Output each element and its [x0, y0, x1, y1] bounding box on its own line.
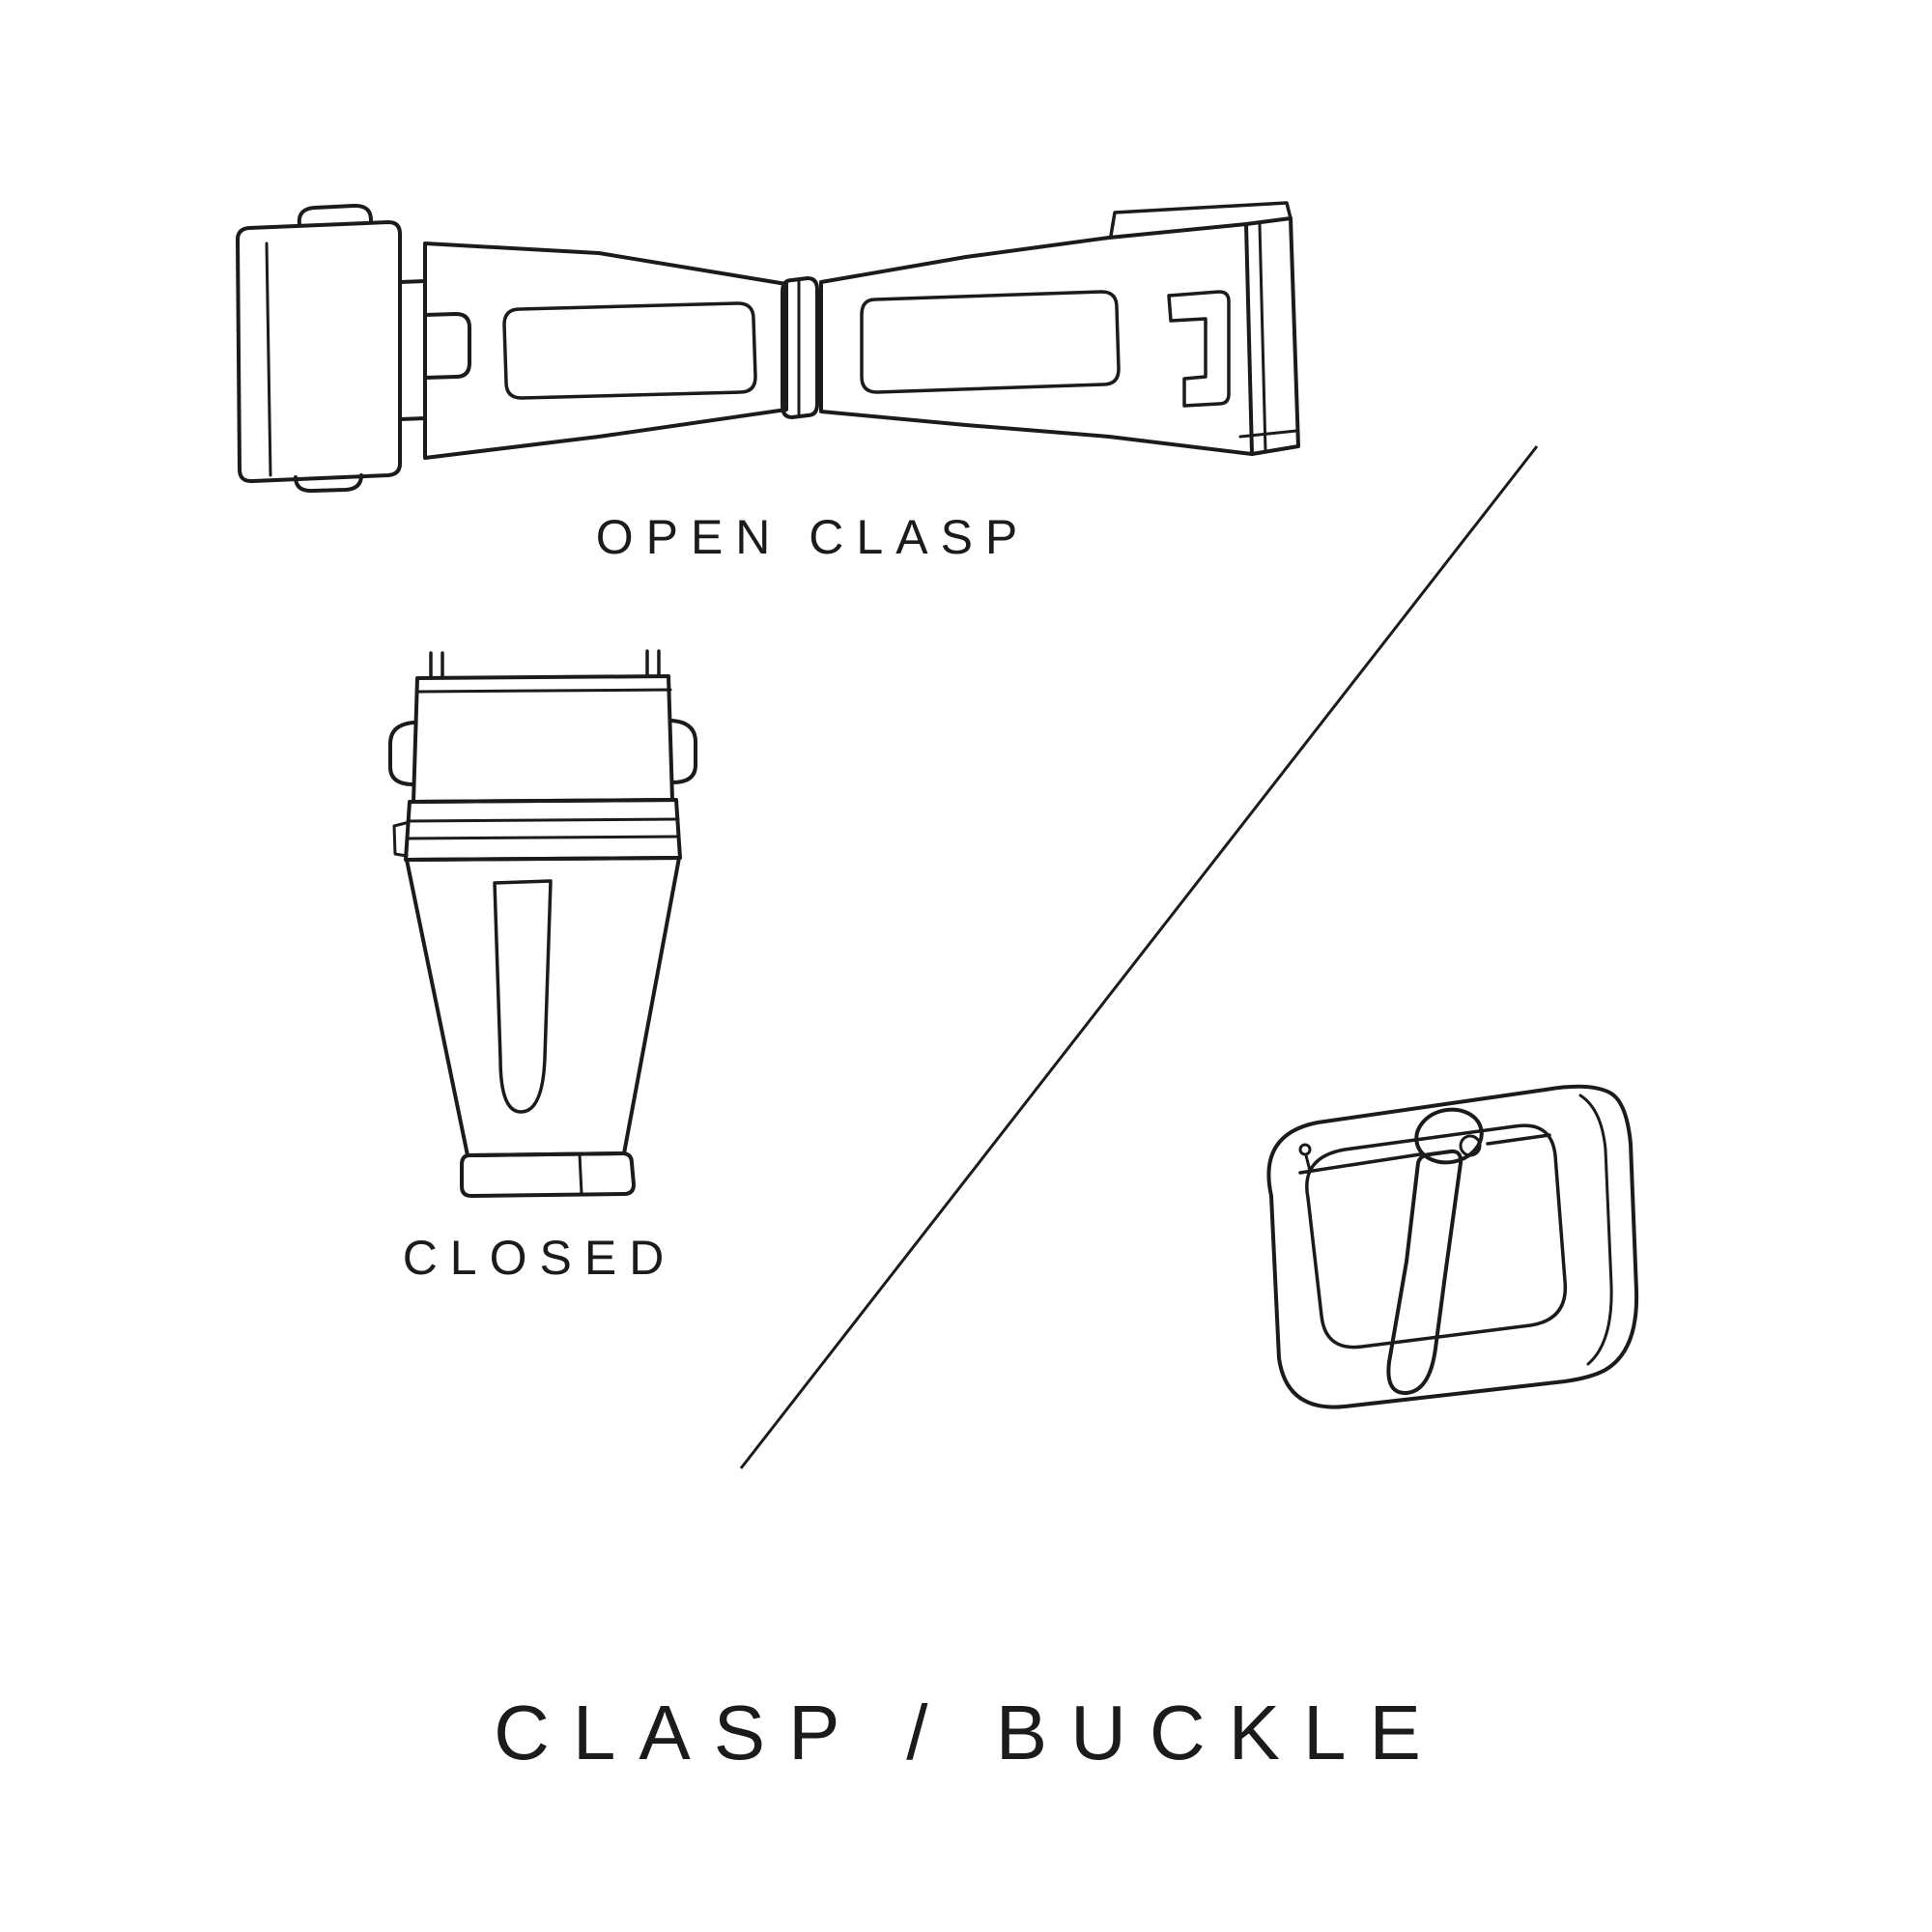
open-clasp-left-arm	[423, 242, 788, 460]
closed-clasp-slot	[493, 879, 553, 1114]
open-clasp-label: OPEN CLASP	[595, 510, 1031, 564]
buckle-right-depth-line	[1578, 1094, 1613, 1366]
open-clasp-hook	[1167, 290, 1231, 408]
open-clasp-right-arm	[819, 222, 1254, 456]
closed-clasp-illustration	[388, 649, 697, 1198]
open-clasp-right-endpiece-line	[1238, 222, 1298, 454]
buckle-crossbar-pin	[1304, 1153, 1312, 1173]
closed-clasp-top-cover-line	[415, 688, 672, 694]
buckle-outer-frame	[1266, 1084, 1639, 1409]
open-clasp-endcap-foldline	[265, 242, 272, 477]
closed-clasp-prongs	[429, 649, 661, 680]
open-clasp-endcap-bottom-bump	[294, 473, 363, 494]
open-clasp-right-endpiece	[1244, 216, 1300, 456]
divider-line	[739, 445, 1539, 1469]
open-clasp-left-endcap	[236, 220, 402, 484]
closed-clasp-left-tab	[388, 721, 415, 786]
open-clasp-endcap-top-bump	[297, 203, 373, 226]
closed-clasp-band-lines	[405, 817, 681, 840]
closed-clasp-top-cover	[412, 674, 674, 804]
buckle-inner-opening	[1305, 1123, 1568, 1350]
open-clasp-right-slot	[860, 290, 1121, 394]
diagram-title: CLASP / BUCKLE	[494, 1690, 1444, 1776]
closed-clasp-right-tab	[670, 719, 697, 784]
buckle-tang-loop	[1414, 1107, 1484, 1165]
open-clasp-illustration	[236, 201, 1300, 494]
open-clasp-hinge	[781, 276, 819, 419]
closed-clasp-body	[405, 856, 681, 1157]
closed-clasp-band	[404, 798, 682, 862]
open-clasp-left-notch	[423, 312, 471, 380]
buckle-pin-head	[1298, 1143, 1312, 1156]
closed-label: CLOSED	[402, 1231, 677, 1285]
tang-buckle-illustration	[1266, 1084, 1639, 1409]
buckle-tang	[1386, 1149, 1463, 1395]
open-clasp-right-top-plate	[1109, 201, 1293, 238]
closed-clasp-bottom-bar	[460, 1151, 636, 1198]
open-clasp-connector-tab	[398, 279, 427, 421]
open-clasp-left-slot	[502, 301, 757, 400]
closed-clasp-bottom-bar-line	[578, 1152, 583, 1196]
buckle-crossbar	[1298, 1133, 1551, 1175]
closed-clasp-band-notch	[392, 821, 409, 858]
